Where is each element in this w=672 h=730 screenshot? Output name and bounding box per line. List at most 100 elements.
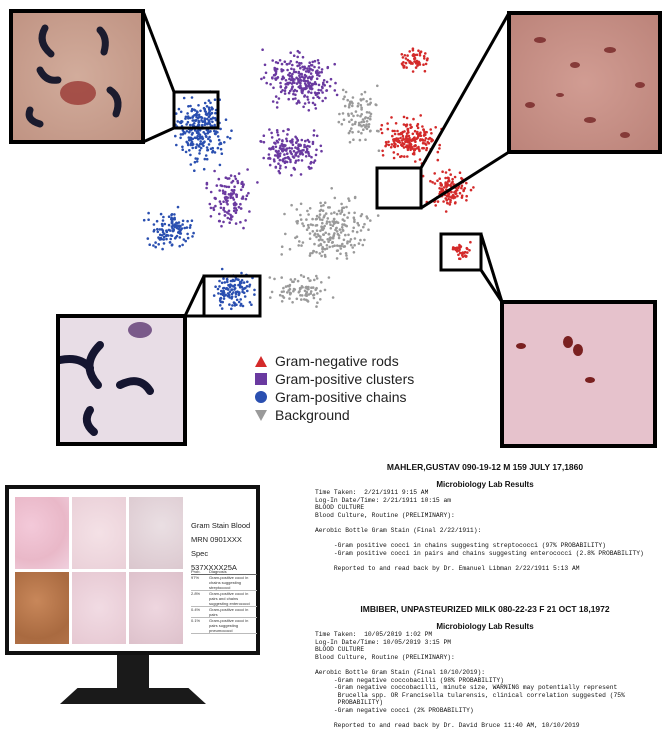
scatter-point [429,128,433,131]
scatter-point [148,243,151,246]
scatter-point [233,203,236,207]
scatter-point [451,177,454,181]
scatter-point [159,236,163,240]
scatter-point [239,207,243,210]
scatter-point [226,278,229,282]
scatter-point [312,134,316,137]
scatter-point [220,281,224,285]
scatter-point [189,137,192,141]
triangle-up-icon [255,355,267,367]
scatter-point [362,128,365,131]
scatter-point [306,223,310,227]
scatter-point [291,280,294,284]
scatter-point [299,202,303,206]
scatter-point [287,157,291,160]
scatter-point [323,224,327,228]
scatter-point [438,147,441,150]
scatter-point [410,125,413,129]
scatter-point [275,101,279,104]
scatter-point [307,101,311,104]
scatter-point [230,307,233,311]
scatter-point [425,130,428,134]
scatter-point [300,149,304,152]
scatter-point [359,114,362,118]
specimen-title: Gram Stain Blood [191,521,251,530]
scatter-point [380,131,384,135]
scatter-point [296,222,299,225]
scatter-point [229,174,233,177]
scatter-point [222,200,225,203]
scatter-point [298,152,302,156]
scatter-point [453,201,457,205]
scatter-point [345,205,348,209]
scatter-point [219,147,223,151]
scatter-point [400,53,404,56]
scatter-point [299,218,303,221]
scatter-point [197,137,200,141]
gram-stain-tile [15,572,69,644]
scatter-point [376,84,379,88]
scatter-point [179,136,182,140]
scatter-point [280,253,284,256]
scatter-point [313,91,317,94]
scatter-point [376,214,380,217]
scatter-point [433,172,437,175]
scatter-point [393,132,397,136]
scatter-point [219,127,222,131]
scatter-point [308,67,312,70]
scatter-point [185,226,189,229]
scatter-point [299,144,302,147]
scatter-point [170,243,174,247]
scatter-point [253,293,256,296]
scatter-point [202,144,205,148]
scatter-point [320,85,324,89]
scatter-point [385,143,388,146]
table-row[interactable]: 97% Gram-positive cocci in chains sugges… [191,575,257,591]
scatter-point [422,128,425,131]
table-row[interactable]: 2.8% Gram-positive cocci in pairs and ch… [191,591,257,607]
scatter-point [328,220,331,224]
scatter-point [328,84,332,88]
scatter-point [458,257,462,261]
scatter-point [223,210,227,213]
scatter-point [393,141,396,145]
scatter-point [353,211,356,215]
scatter-point [418,158,422,161]
scatter-point [241,304,245,308]
scatter-point [454,192,458,195]
scatter-point [354,120,357,124]
scatter-point [360,124,363,128]
scatter-point [431,181,434,184]
scatter-point [221,293,225,297]
scatter-point [237,300,241,304]
scatter-point [301,89,305,92]
scatter-point [303,95,306,98]
scatter-point [278,59,282,62]
scatter-point [351,104,354,108]
scatter-point [328,245,332,249]
scatter-point [315,229,319,232]
scatter-point [191,123,195,127]
scatter-point [368,129,372,133]
table-row[interactable]: 0.4% Gram-positive cocci in pairs [191,607,257,618]
scatter-point [191,116,194,119]
scatter-point [262,140,266,144]
specimen-mrn: MRN 0901XXX [191,535,242,544]
scatter-point [311,217,314,221]
scatter-point [177,227,180,231]
scatter-point [242,226,245,230]
table-row[interactable]: 0.1% Gram-positive cocci in pairs sugges… [191,618,257,634]
scatter-point [205,105,209,108]
scatter-point [296,139,300,142]
scatter-point [274,166,278,169]
scatter-point [323,253,327,257]
scatter-point [230,215,233,219]
scatter-point [453,175,457,179]
scatter-point [219,296,223,300]
scatter-point [302,224,306,228]
scatter-point [326,65,330,69]
scatter-point [320,204,323,208]
scatter-point [287,97,291,101]
scatter-point [214,130,218,133]
scatter-point [286,81,290,85]
